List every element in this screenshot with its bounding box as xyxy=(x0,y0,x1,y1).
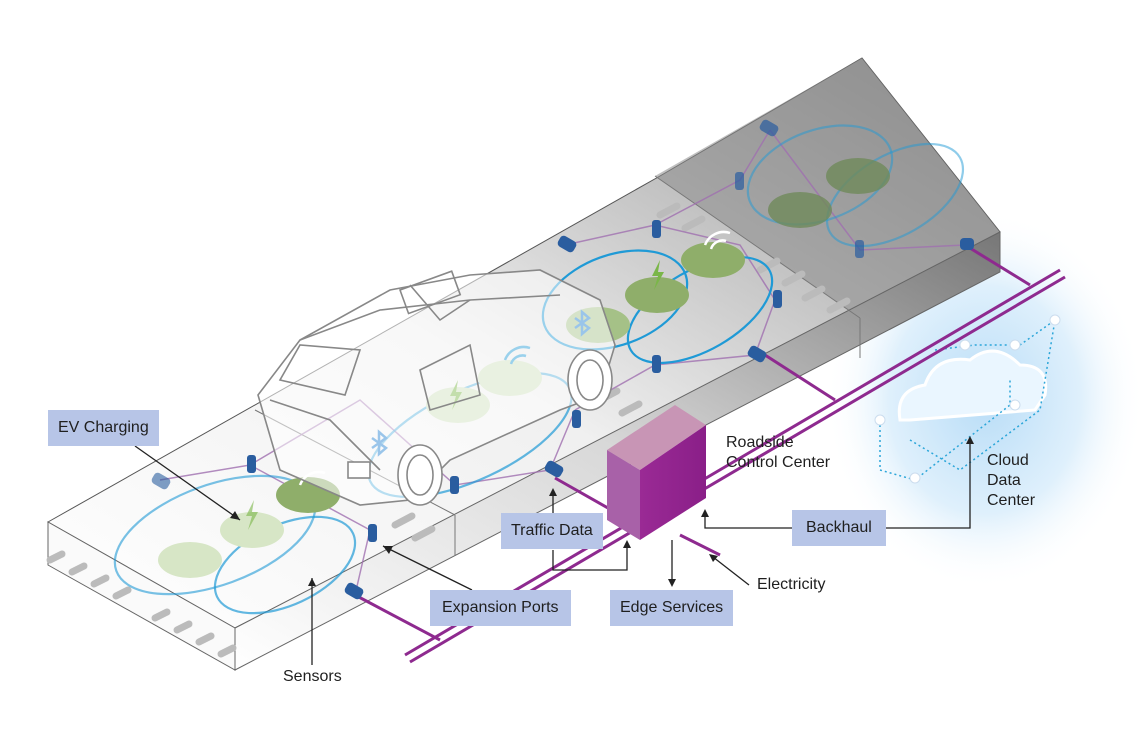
cloud-icon xyxy=(897,349,1048,422)
label-expansion-ports: Expansion Ports xyxy=(430,590,571,626)
label-cloud-data-center: Cloud Data Center xyxy=(987,452,1036,509)
callout-arrows xyxy=(134,440,971,665)
roadside-control-box xyxy=(607,405,706,540)
label-edge-services: Edge Services xyxy=(610,590,734,626)
label-ev-charging: EV Charging xyxy=(48,410,159,446)
vehicle-outline xyxy=(257,269,616,506)
label-roadside-control-center: Roadside Control Center xyxy=(726,434,831,471)
label-electricity: Electricity xyxy=(757,576,826,593)
label-backhaul: Backhaul xyxy=(792,510,886,546)
label-sensors: Sensors xyxy=(283,668,342,685)
expansion-ports xyxy=(151,119,974,600)
label-traffic-data: Traffic Data xyxy=(501,513,603,549)
